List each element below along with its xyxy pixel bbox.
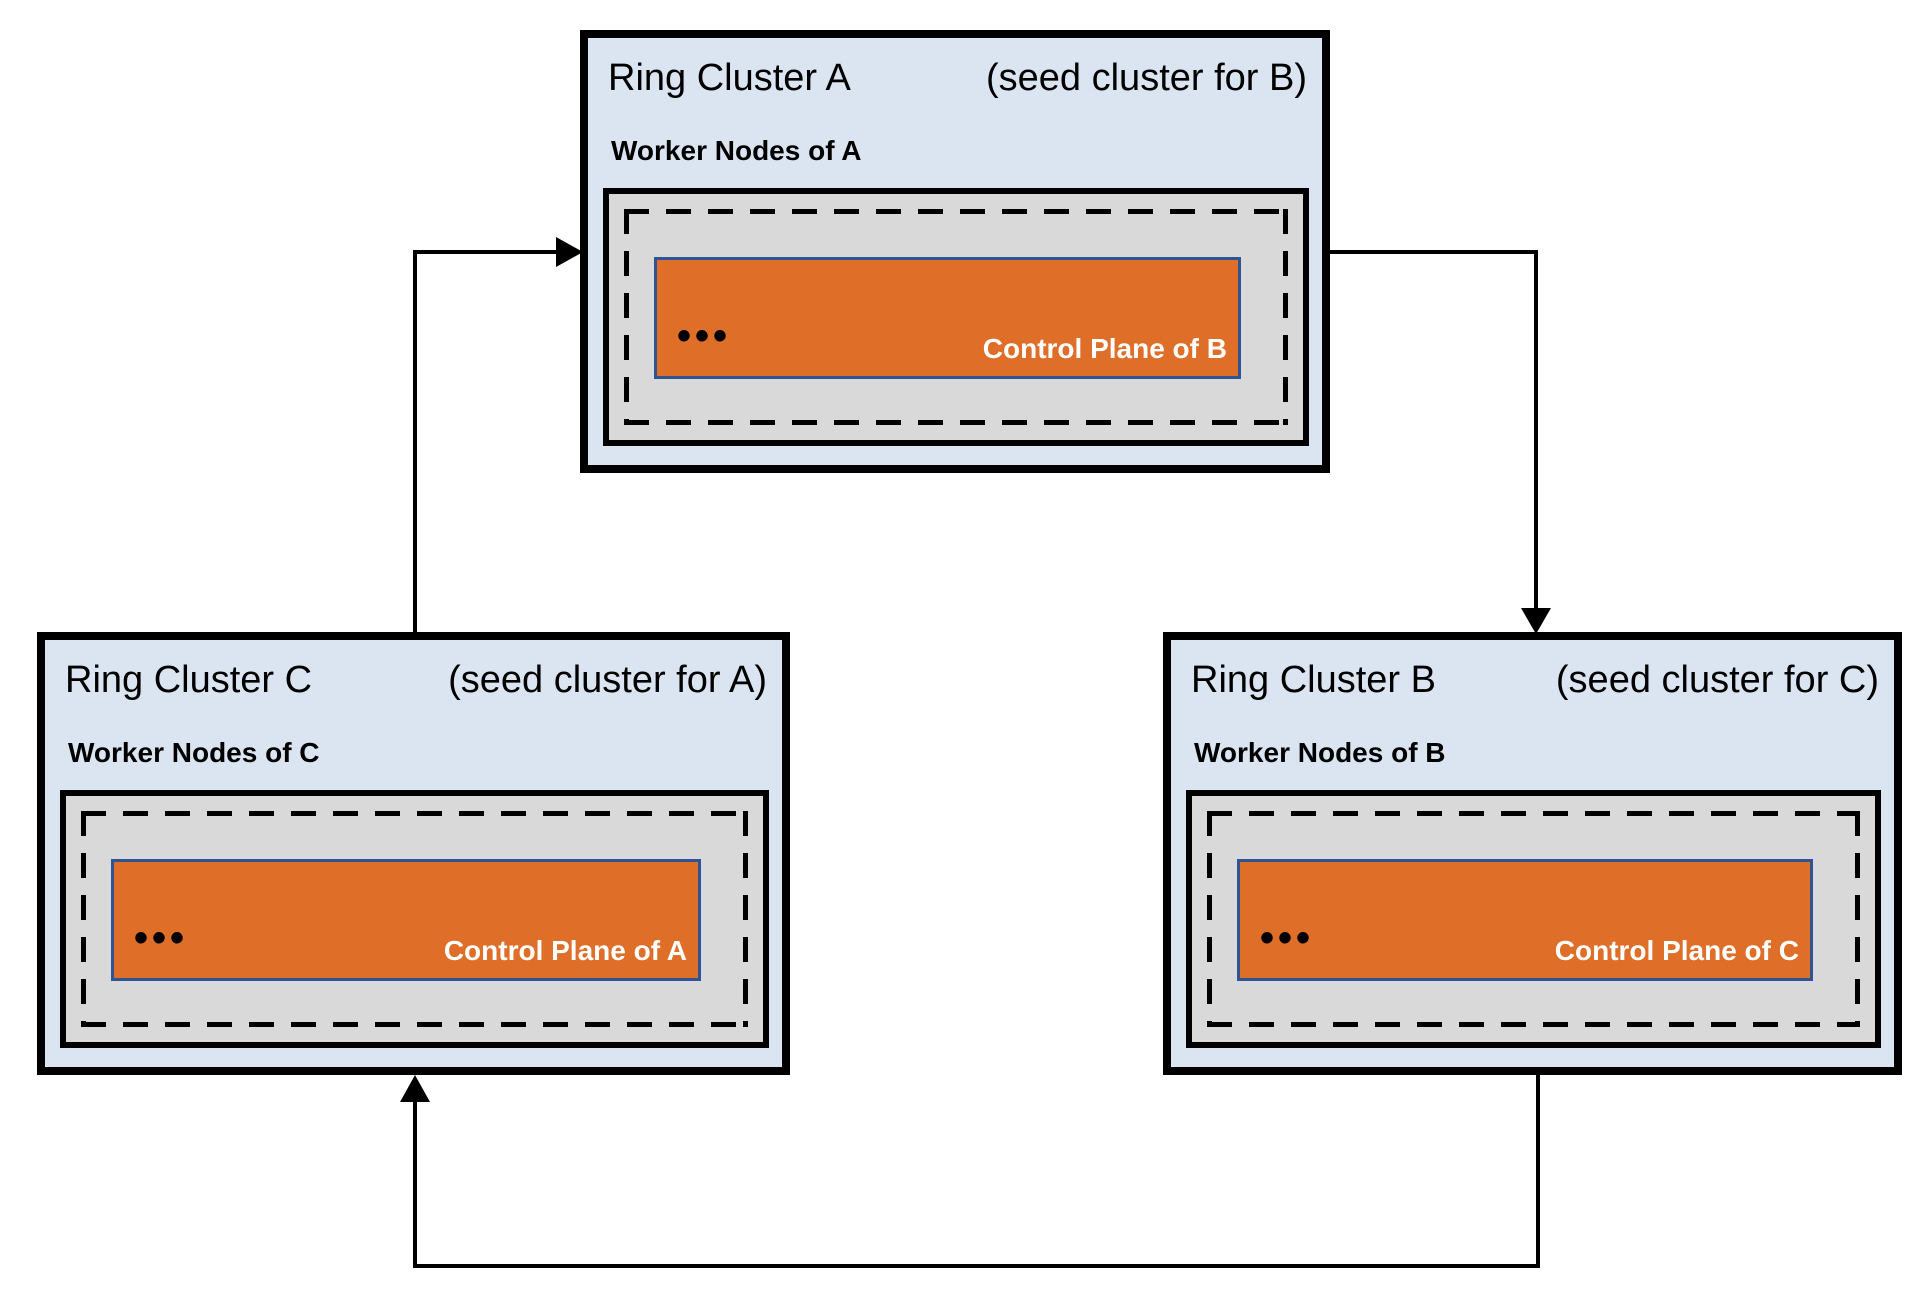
- cluster-b-control-plane-label: Control Plane of C: [1554, 935, 1799, 966]
- cluster-c-worker-nodes-label: Worker Nodes of C: [68, 737, 320, 768]
- cluster-a: Ring Cluster A (seed cluster for B) Work…: [580, 30, 1330, 473]
- cluster-b: Ring Cluster B (seed cluster for C) Work…: [1163, 632, 1902, 1075]
- cluster-a-worker-nodes-label: Worker Nodes of A: [611, 135, 862, 166]
- cluster-b-worker-nodes-label: Worker Nodes of B: [1194, 737, 1446, 768]
- arrowhead-up-icon: [400, 1075, 430, 1102]
- cluster-b-title: Ring Cluster B: [1191, 659, 1436, 701]
- ellipsis-dots: •••: [134, 916, 189, 960]
- cluster-c-dashed-frame: ••• Control Plane of A: [81, 811, 748, 1027]
- cluster-b-title-row: Ring Cluster B (seed cluster for C): [1191, 658, 1879, 704]
- cluster-c-title: Ring Cluster C: [65, 659, 313, 701]
- cluster-c-subtitle: (seed cluster for A): [448, 659, 767, 701]
- cluster-a-title: Ring Cluster A: [608, 57, 851, 99]
- cluster-c: Ring Cluster C (seed cluster for A) Work…: [37, 632, 790, 1075]
- cluster-a-control-plane-box: ••• Control Plane of B: [654, 257, 1241, 379]
- cluster-b-worker-node-box: ••• Control Plane of C: [1186, 790, 1881, 1048]
- cluster-b-subtitle: (seed cluster for C): [1555, 659, 1879, 701]
- cluster-a-subtitle: (seed cluster for B): [986, 57, 1307, 99]
- cluster-b-control-plane-box: ••• Control Plane of C: [1237, 859, 1813, 981]
- cluster-a-title-row: Ring Cluster A (seed cluster for B): [608, 56, 1307, 102]
- cluster-a-dashed-frame: ••• Control Plane of B: [624, 209, 1288, 425]
- arrowhead-right-icon: [556, 237, 583, 267]
- cluster-c-worker-node-box: ••• Control Plane of A: [60, 790, 769, 1048]
- arrow-c-to-a: [413, 237, 583, 634]
- ellipsis-dots: •••: [1260, 916, 1315, 960]
- arrowhead-down-icon: [1521, 608, 1551, 634]
- cluster-c-control-plane-label: Control Plane of A: [443, 935, 687, 966]
- ellipsis-dots: •••: [677, 314, 732, 358]
- arrow-a-to-b: [1328, 250, 1551, 634]
- cluster-b-dashed-frame: ••• Control Plane of C: [1207, 811, 1860, 1027]
- cluster-c-title-row: Ring Cluster C (seed cluster for A): [65, 658, 767, 704]
- cluster-a-control-plane-label: Control Plane of B: [982, 333, 1227, 364]
- cluster-c-control-plane-box: ••• Control Plane of A: [111, 859, 701, 981]
- arrow-b-to-c: [400, 1073, 1540, 1268]
- cluster-a-worker-node-box: ••• Control Plane of B: [603, 188, 1309, 446]
